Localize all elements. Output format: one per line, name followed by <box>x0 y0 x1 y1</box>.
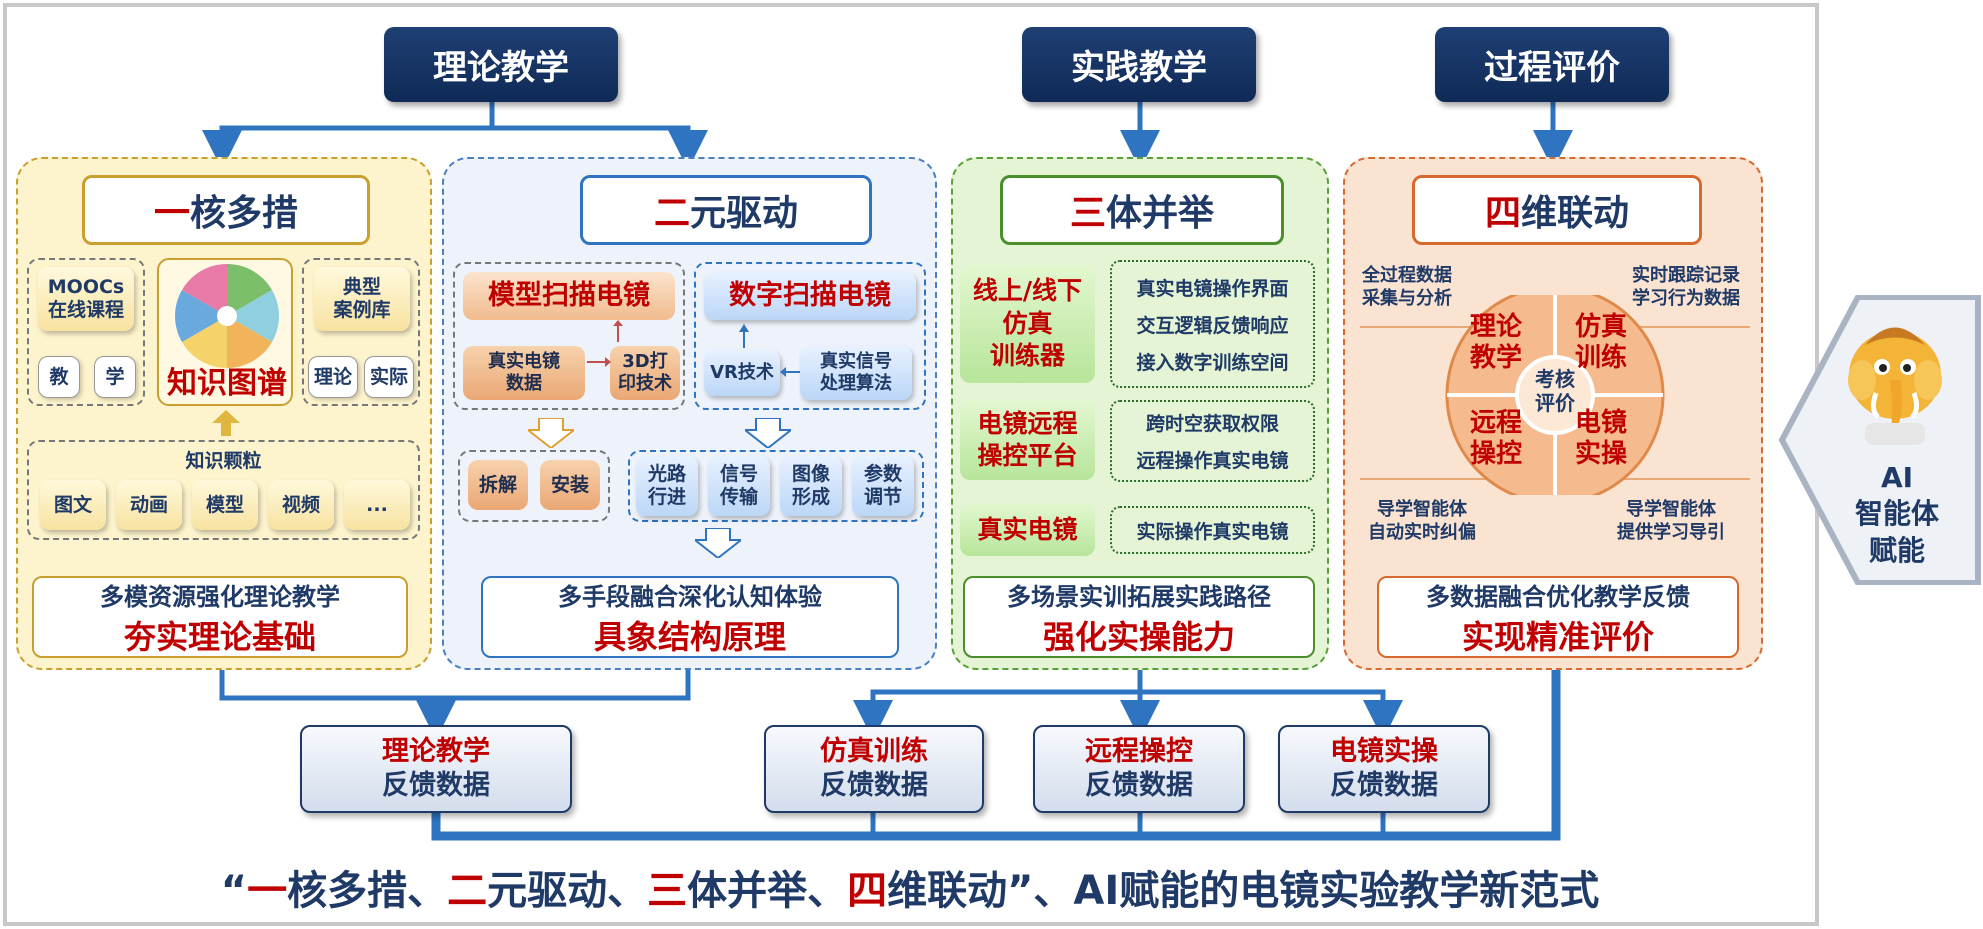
feedback-remote-control: 远程操控反馈数据 <box>1033 725 1245 813</box>
knowledge-particles-group <box>27 440 420 540</box>
diagram-caption: “一核多措、二元驱动、三体并举、四维联动”、AI赋能的电镜实验教学新范式 <box>220 868 1600 914</box>
real-microscope-chip: 真实电镜 <box>960 504 1095 556</box>
particle-chip: ... <box>344 480 410 530</box>
particle-chip: 动画 <box>116 480 182 530</box>
header-practice-teaching: 实践教学 <box>1022 27 1256 102</box>
knowledge-graph-wheel-icon <box>175 264 279 368</box>
moocs-group <box>27 258 145 406</box>
feedback-simulation-training: 仿真训练反馈数据 <box>764 725 984 813</box>
simulation-trainer-chip: 线上/线下仿真训练器 <box>960 265 1095 383</box>
panel-one-summary: 多模资源强化理论教学夯实理论基础 <box>32 576 408 658</box>
mascot-icon <box>1840 305 1950 450</box>
panel-four-summary: 多数据融合优化教学反馈实现精准评价 <box>1377 576 1739 658</box>
digital-scan-chip: 数字扫描电镜 <box>704 272 916 320</box>
wedge-simulation-training: 仿真训练 <box>1575 312 1628 374</box>
topic-chip: 光路行进 <box>636 456 698 516</box>
3d-print-chip: 3D打印技术 <box>610 346 680 400</box>
install-chip: 安装 <box>540 460 600 510</box>
model-flow-arrows <box>587 320 623 367</box>
topic-chip: 图像形成 <box>780 456 842 516</box>
actual-chip: 实际 <box>364 356 414 398</box>
panel-two-title: 二元驱动 <box>580 175 872 245</box>
down-arrow-icon <box>528 418 574 448</box>
panel-four-title: 四维联动 <box>1412 175 1702 245</box>
note-auto-correction: 导学智能体自动实时纠偏 <box>1368 499 1476 544</box>
case-library-group <box>302 258 420 406</box>
particle-chip: 视频 <box>268 480 334 530</box>
wedge-center-assessment: 考核评价 <box>1535 367 1575 415</box>
knowledge-graph-label: 知识图谱 <box>167 366 287 401</box>
topic-chip: 参数调节 <box>852 456 914 516</box>
note-data-collection: 全过程数据采集与分析 <box>1362 265 1452 310</box>
topic-chip: 信号传输 <box>708 456 770 516</box>
theory-chip: 理论 <box>308 356 358 398</box>
real-features: 实际操作真实电镜 <box>1110 506 1315 554</box>
principle-topics-group <box>628 450 924 522</box>
model-scan-chip: 模型扫描电镜 <box>463 272 675 320</box>
wedge-theory-teaching: 理论教学 <box>1470 312 1523 374</box>
up-arrow-icon <box>212 410 240 436</box>
panel-three-summary: 多场景实训拓展实践路径强化实操能力 <box>963 576 1315 658</box>
note-learning-guidance: 导学智能体提供学习导引 <box>1617 499 1725 544</box>
learn-chip: 学 <box>94 356 136 398</box>
note-behavior-tracking: 实时跟踪记录学习行为数据 <box>1632 265 1740 310</box>
feedback-theory-teaching: 理论教学反馈数据 <box>300 725 572 813</box>
remote-features: 跨时空获取权限远程操作真实电镜 <box>1110 400 1315 482</box>
header-theory-teaching: 理论教学 <box>384 27 618 102</box>
signal-processing-chip: 真实信号处理算法 <box>800 346 912 400</box>
wedge-remote-control: 远程操控 <box>1470 408 1523 470</box>
digital-flow-arrows <box>739 324 800 377</box>
down-arrow-icon <box>695 528 741 558</box>
vr-chip: VR技术 <box>704 350 780 396</box>
particle-chip: 图文 <box>40 480 106 530</box>
case-library-chip: 典型案例库 <box>314 267 410 331</box>
particle-chip: 模型 <box>192 480 258 530</box>
wedge-hands-on: 电镜实操 <box>1575 408 1628 470</box>
remote-platform-chip: 电镜远程操控平台 <box>960 400 1095 480</box>
teach-chip: 教 <box>38 356 80 398</box>
feedback-hands-on: 电镜实操反馈数据 <box>1278 725 1490 813</box>
disassemble-chip: 拆解 <box>468 460 528 510</box>
down-arrow-icon <box>745 418 791 448</box>
header-process-evaluation: 过程评价 <box>1435 27 1669 102</box>
knowledge-graph-card: 知识图谱 <box>157 258 293 406</box>
model-scan-group <box>453 262 685 410</box>
evaluation-wheel <box>1360 295 1750 495</box>
panel-two-summary: 多手段融合深化认知体验具象结构原理 <box>481 576 899 658</box>
assembly-group <box>458 450 610 522</box>
knowledge-particles-title: 知识颗粒 <box>185 450 262 472</box>
digital-scan-group <box>694 262 926 410</box>
real-data-chip: 真实电镜数据 <box>463 346 585 400</box>
panel-three-title: 三体并举 <box>1000 175 1284 245</box>
simulation-features: 真实电镜操作界面交互逻辑反馈响应接入数字训练空间 <box>1110 260 1315 388</box>
panel-one-title: 一核多措 <box>82 175 370 245</box>
